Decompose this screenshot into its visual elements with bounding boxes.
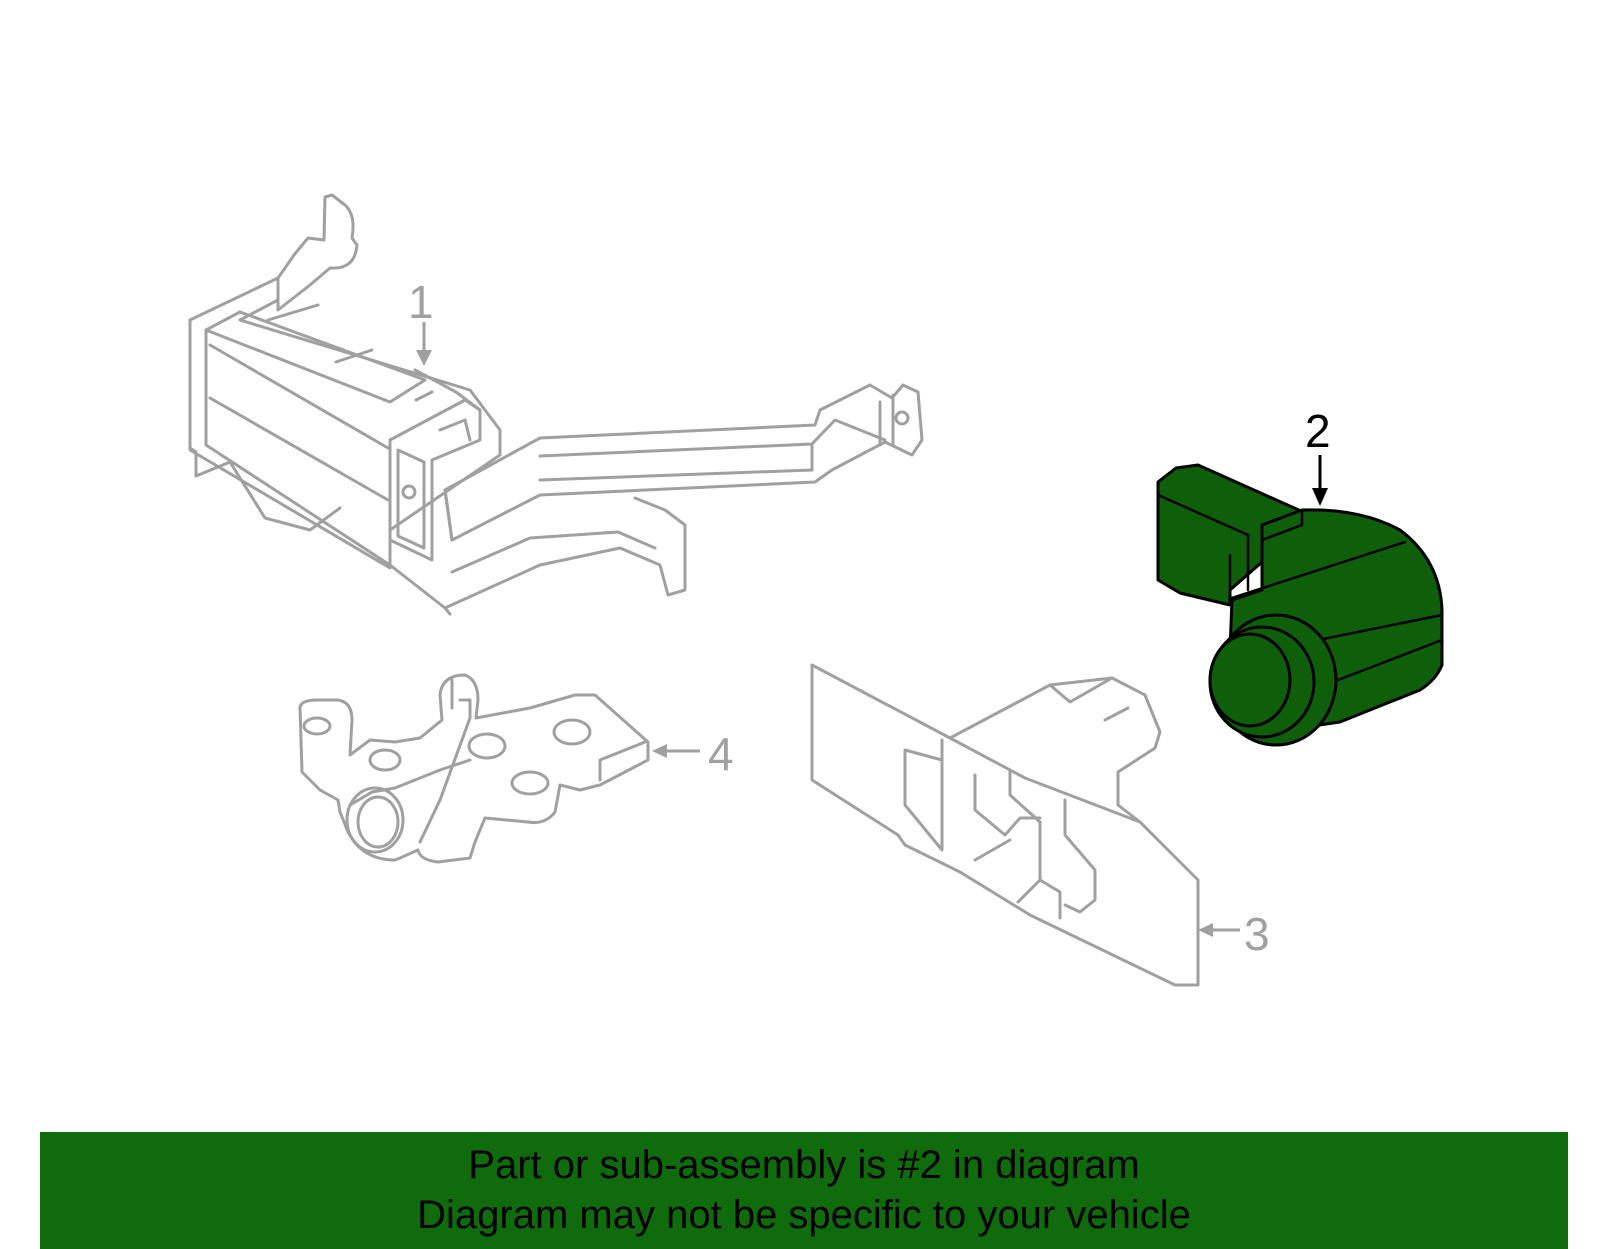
callout-3-label: 3 (1244, 908, 1270, 960)
banner-line-2: Diagram may not be specific to your vehi… (417, 1193, 1191, 1237)
banner-line-1: Part or sub-assembly is #2 in diagram (468, 1143, 1140, 1187)
callout-1-label: 1 (408, 276, 434, 328)
part-3-mounting-plate (810, 663, 1200, 987)
callout-2: 2 (1305, 405, 1331, 506)
callout-3: 3 (1198, 908, 1270, 960)
callout-4-label: 4 (708, 728, 734, 780)
callout-1: 1 (408, 276, 434, 366)
callout-2-label: 2 (1305, 405, 1331, 457)
part-1-sensor-module (188, 193, 924, 616)
part-2-parking-sensor (1156, 463, 1444, 747)
info-banner: Part or sub-assembly is #2 in diagram Di… (40, 1132, 1568, 1249)
part-4-bracket (298, 673, 650, 864)
callout-4: 4 (652, 728, 734, 780)
